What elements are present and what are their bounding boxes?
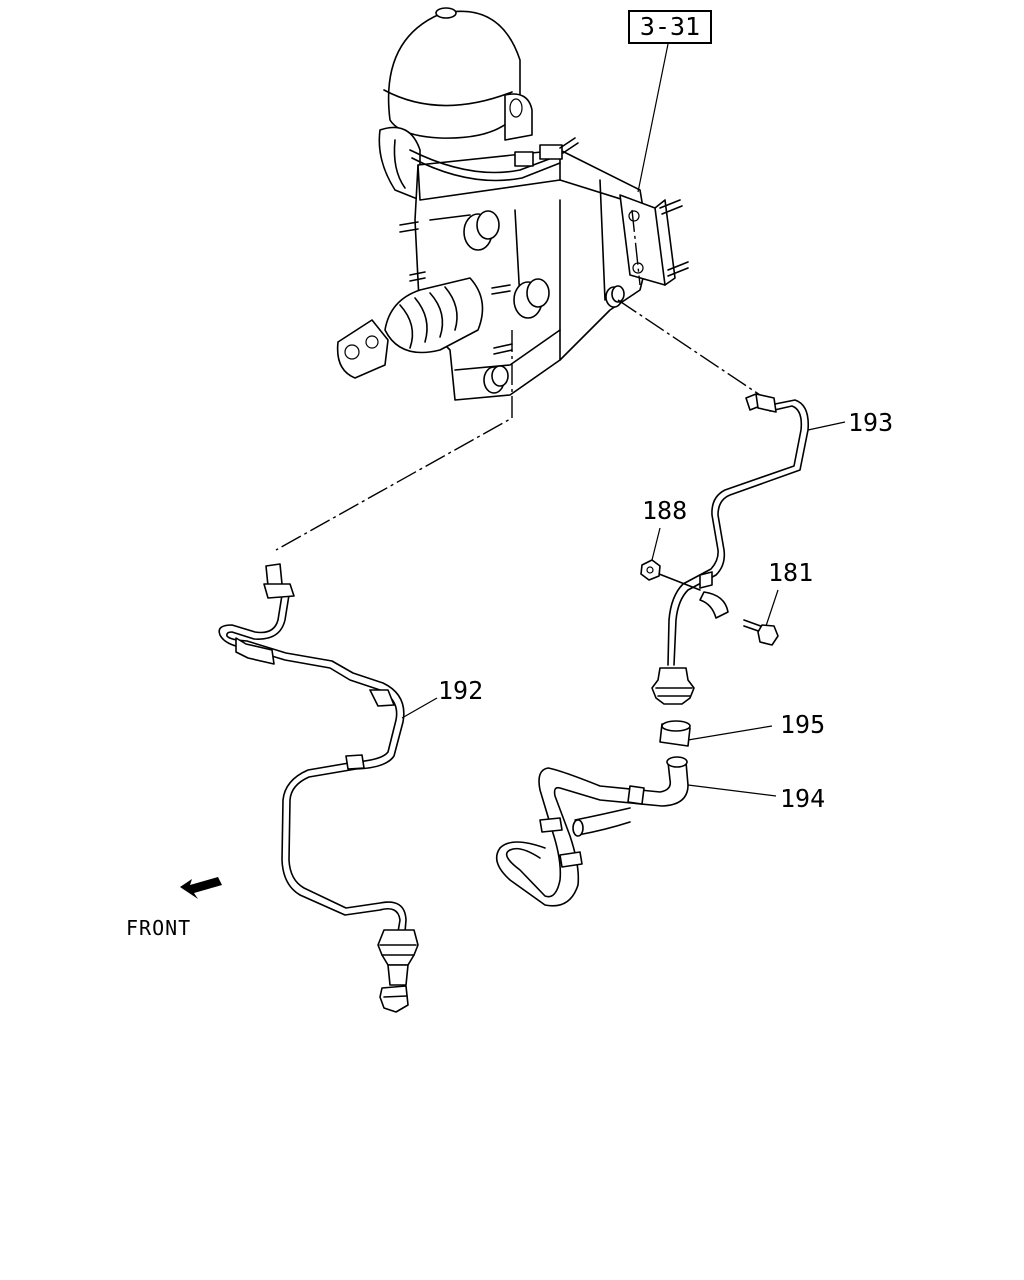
front-direction-label: FRONT <box>126 916 192 940</box>
reference-box: 3-31 <box>628 10 712 44</box>
dashed-leader-193 <box>617 299 761 396</box>
hose-194 <box>495 756 689 907</box>
bolt-181 <box>743 619 779 646</box>
callout-194: 194 <box>780 784 826 813</box>
reservoir-tank <box>383 7 533 141</box>
brake-pipe-192 <box>218 563 419 1013</box>
reservoir-neck <box>378 126 421 201</box>
nut-188 <box>640 559 661 581</box>
block-ports <box>399 210 625 394</box>
modulator-block <box>409 144 651 401</box>
callout-leaders <box>401 43 846 797</box>
brake-pipe-193 <box>651 393 810 705</box>
pipe-clip <box>653 571 729 619</box>
callout-188: 188 <box>642 496 688 525</box>
clamp-195 <box>659 720 691 747</box>
dashed-leader-flange <box>631 209 641 286</box>
callout-193: 193 <box>848 408 894 437</box>
dashed-leader-192 <box>275 330 513 551</box>
front-arrow-icon <box>180 877 222 899</box>
callout-181: 181 <box>768 558 814 587</box>
callout-195: 195 <box>780 710 826 739</box>
hydraulic-unit <box>336 7 689 401</box>
callout-192: 192 <box>438 676 484 705</box>
mounting-flange <box>559 137 689 286</box>
push-rod-boot <box>336 277 484 379</box>
